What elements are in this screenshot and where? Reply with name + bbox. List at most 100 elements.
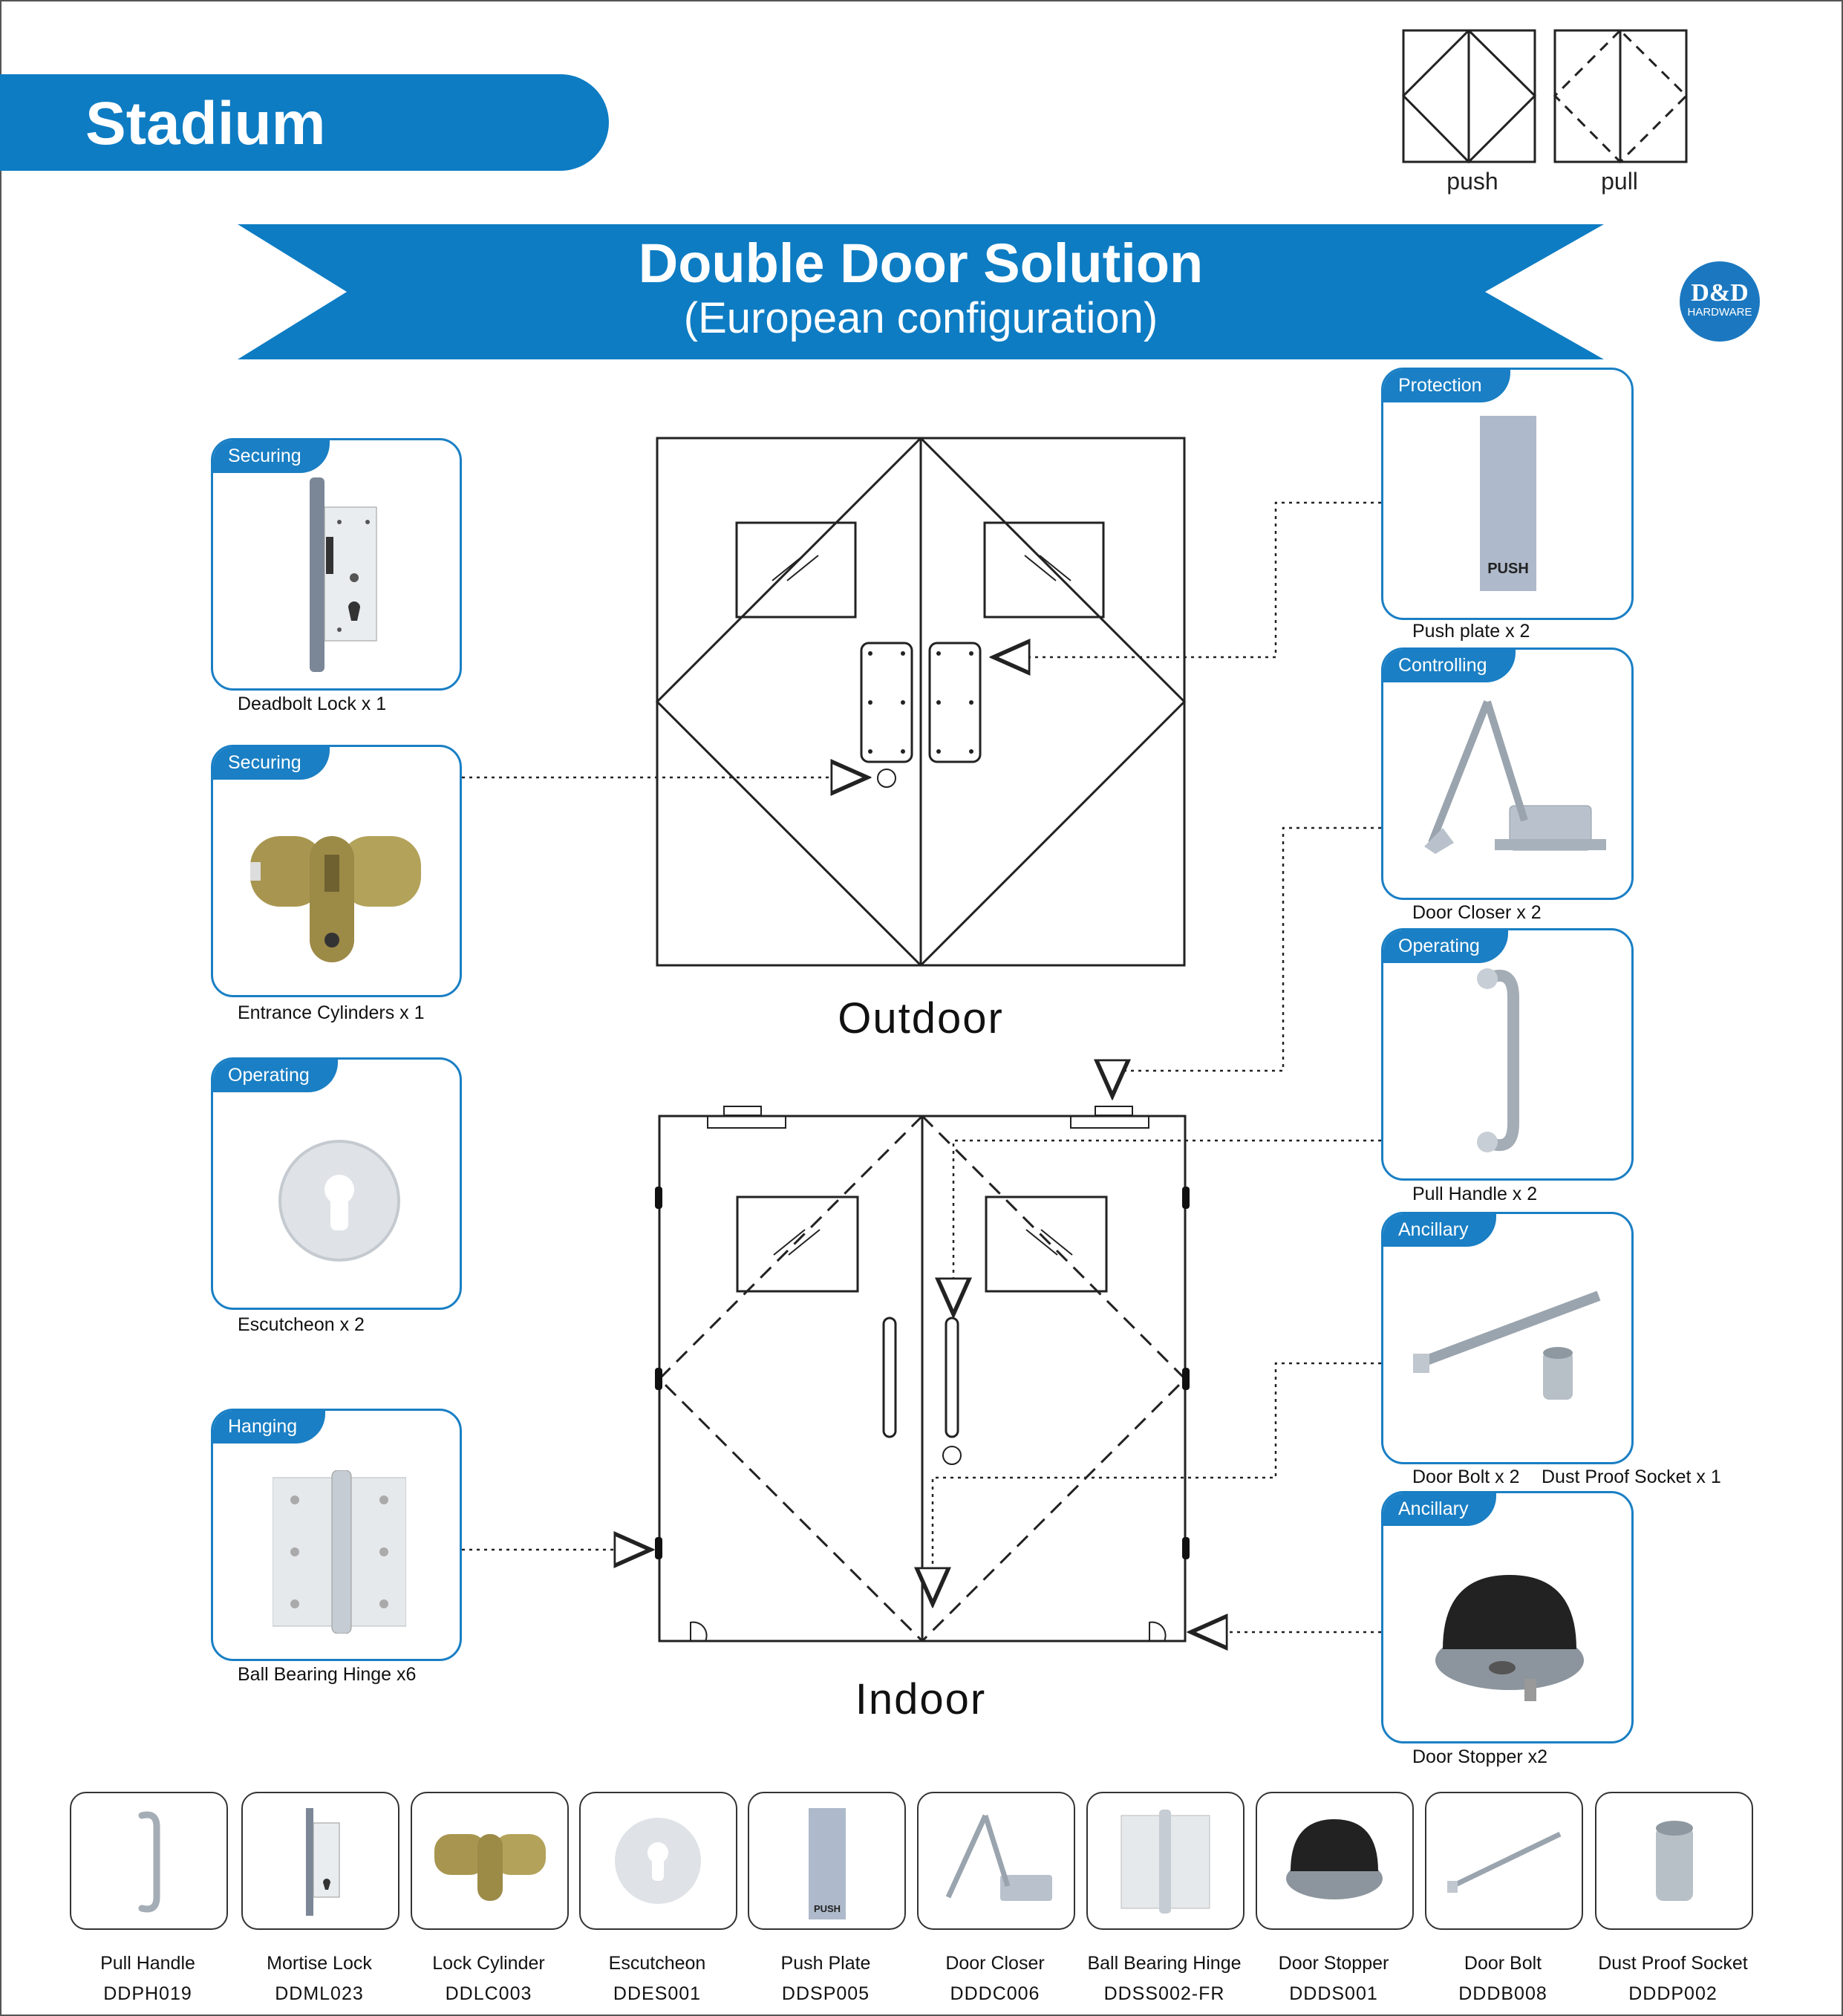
product-name: Ball Bearing Hinge [1087,1953,1242,1974]
product-code: DDSP005 [781,1983,870,2004]
pull-handle-image [1477,968,1519,1152]
section-title: Stadium [85,90,326,157]
caption-entrance-cylinder: Entrance Cylinders x 1 [238,1002,425,1023]
push-plate-right [928,642,982,763]
door-stopper-thumb [1286,1819,1383,1899]
product-code: DDDB008 [1458,1983,1547,2004]
lock-cylinder-thumb [434,1834,546,1901]
card-tag: Operating [1383,930,1508,963]
product-code: DDES001 [613,1983,702,2004]
hinge-thumb [1121,1810,1210,1914]
card-ball-bearing-hinge[interactable]: Hanging [211,1409,462,1661]
indoor-label: Indoor [855,1675,987,1723]
push-plate-image: PUSH [1480,416,1536,591]
product-dust-proof-socket[interactable] [1595,1792,1753,1930]
hinge-image [273,1470,406,1634]
product-ball-bearing-hinge[interactable] [1086,1792,1245,1930]
caption-push-plate: Push plate x 2 [1412,621,1530,642]
cylinder-symbol [877,769,896,788]
brand-logo: D&D HARDWARE [1680,261,1760,342]
push-plate-left [860,642,913,763]
logo-sub: HARDWARE [1687,306,1752,319]
cylinder-image [250,836,421,962]
pull-handle-right [945,1317,959,1438]
card-door-stopper[interactable]: Ancillary [1381,1491,1634,1743]
mortise-lock-thumb [306,1808,340,1916]
product-mortise-lock[interactable] [241,1792,399,1930]
mortise-lock-image [310,477,377,672]
product-code: DDDS001 [1289,1983,1378,2004]
card-tag: Controlling [1383,650,1516,682]
product-door-stopper[interactable] [1256,1792,1414,1930]
card-push-plate[interactable]: Protection PUSH [1381,368,1634,620]
card-tag: Securing [213,747,330,780]
door-bolt-image [1413,1291,1601,1400]
caption-pull-handle: Pull Handle x 2 [1412,1184,1538,1204]
product-code: DDML023 [275,1983,364,2004]
product-code: DDPH019 [103,1983,192,2004]
card-door-closer[interactable]: Controlling [1381,647,1634,900]
product-name: Push Plate [780,1953,871,1974]
card-door-bolt[interactable]: Ancillary [1381,1212,1634,1464]
product-code: DDDC006 [950,1983,1040,2004]
caption-door-stopper: Door Stopper x2 [1412,1746,1548,1767]
push-label: push [1446,168,1498,195]
outdoor-label: Outdoor [838,994,1004,1043]
card-deadbolt-lock[interactable]: Securing [211,438,462,691]
product-pull-handle[interactable] [70,1792,228,1930]
card-tag: Hanging [213,1411,326,1444]
closer-right [1070,1115,1149,1129]
logo-main: D&D [1691,279,1749,307]
hinges [655,1187,1190,1559]
caption-deadbolt-lock: Deadbolt Lock x 1 [238,694,387,714]
door-closer-thumb [945,1814,1052,1901]
caption-escutcheon: Escutcheon x 2 [238,1314,365,1335]
pull-label: pull [1601,168,1638,195]
pull-handle-thumb [138,1811,160,1913]
product-door-bolt[interactable] [1425,1792,1583,1930]
product-name: Dust Proof Socket [1598,1953,1748,1974]
card-pull-handle[interactable]: Operating [1381,928,1634,1181]
product-name: Escutcheon [608,1953,706,1974]
push-plate-text: PUSH [1487,561,1529,577]
product-name: Pull Handle [100,1953,195,1974]
title-ribbon [238,224,1604,359]
product-code: DDSS002-FR [1103,1983,1225,2004]
product-name: Mortise Lock [267,1953,372,1974]
card-tag: Operating [213,1060,338,1092]
door-stopper-image [1435,1575,1584,1701]
card-tag: Ancillary [1383,1493,1497,1526]
caption-door-bolt: Door Bolt x 2 [1412,1467,1520,1487]
indoor-door [657,1106,1187,1643]
push-symbol [1401,29,1537,164]
pull-handle-left [882,1317,897,1438]
card-escutcheon[interactable]: Operating [211,1057,462,1310]
product-door-closer[interactable] [917,1792,1075,1930]
product-name: Door Bolt [1464,1953,1542,1974]
door-bolt-thumb [1447,1831,1562,1893]
svg-text:PUSH: PUSH [814,1903,841,1914]
product-code: DDDP002 [1628,1983,1718,2004]
outdoor-door [655,437,1187,967]
product-lock-cylinder[interactable] [411,1792,569,1930]
product-name: Door Closer [945,1953,1045,1974]
product-name: Lock Cylinder [432,1953,545,1974]
card-tag: Ancillary [1383,1214,1497,1247]
section-header: Stadium [0,74,609,171]
escutcheon-thumb [615,1818,701,1904]
caption-ball-bearing-hinge: Ball Bearing Hinge x6 [238,1664,417,1685]
closer-left [707,1115,786,1129]
card-entrance-cylinder[interactable]: Securing [211,745,462,997]
pull-symbol [1553,29,1689,164]
product-escutcheon[interactable] [579,1792,737,1930]
caption-door-closer: Door Closer x 2 [1412,902,1542,923]
product-push-plate[interactable]: PUSH [748,1792,906,1930]
dust-socket-thumb [1656,1821,1693,1901]
main-subtitle: (European configuration) [683,294,1158,342]
caption-dust-proof-socket: Dust Proof Socket x 1 [1542,1467,1721,1487]
escutcheon-image [278,1140,400,1262]
push-plate-thumb: PUSH [809,1808,846,1919]
main-title: Double Door Solution [638,232,1204,294]
